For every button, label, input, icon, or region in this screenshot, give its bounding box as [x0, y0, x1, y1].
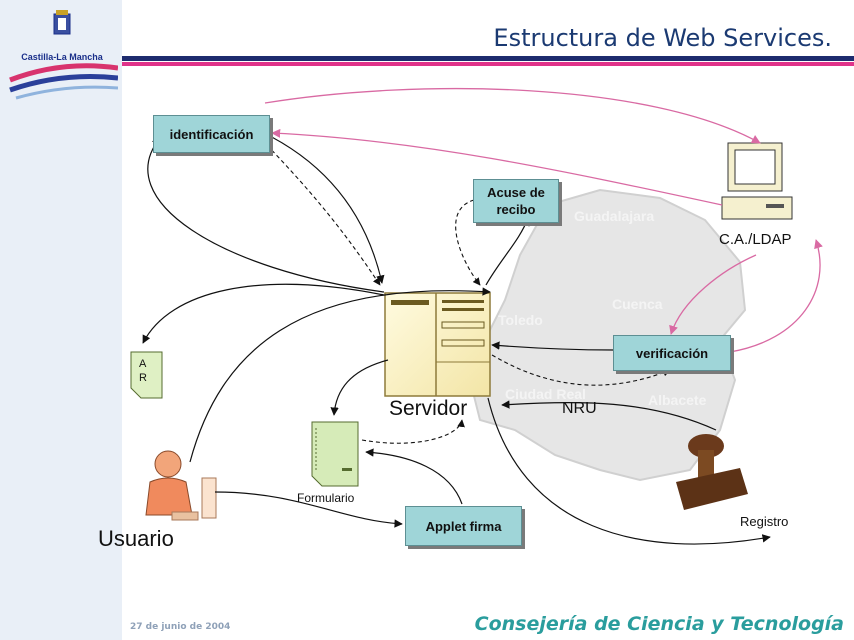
- form-document-icon: [311, 421, 359, 487]
- arrow-servidor-to-acuse: [485, 217, 530, 286]
- logo-text: Castilla-La Mancha: [21, 52, 103, 62]
- arrow-servidor-to-registro: [487, 397, 771, 545]
- arrow-registro-to-servidor: [501, 400, 717, 431]
- label-servidor: Servidor: [389, 397, 468, 420]
- node-verificacion: verificación: [613, 335, 731, 371]
- acknowledgment-document-icon: [130, 351, 163, 399]
- map-label-guadalajara: Guadalajara: [574, 208, 655, 224]
- arrow-identificacion-to-servidor-dashed: [261, 139, 381, 286]
- stamp-icon: [676, 434, 748, 510]
- arrow-ca-to-verificacion: [669, 254, 757, 335]
- arrow-servidor-to-verificacion: [491, 354, 671, 386]
- map-label-toledo: Toledo: [498, 312, 543, 328]
- arrow-applet-to-formulario: [365, 448, 463, 505]
- arrow-identificacion-to-servidor: [261, 131, 385, 284]
- arrow-ca-to-identificacion: [271, 128, 723, 206]
- title-underline-navy: [122, 56, 854, 61]
- server-icon: [384, 292, 491, 397]
- label-ca-ldap: C.A./LDAP: [719, 231, 792, 248]
- map-label-albacete: Albacete: [648, 392, 707, 408]
- arrow-verificacion-to-servidor: [491, 341, 615, 351]
- arrow-servidor-to-identificacion: [147, 137, 385, 293]
- computer-icon: [721, 142, 793, 220]
- arrow-identificacion-to-ca: [264, 87, 761, 144]
- label-ar: A R: [139, 358, 147, 384]
- label-formulario: Formulario: [297, 491, 355, 505]
- title-underline-pink: [122, 62, 854, 66]
- arrow-usuario-to-servidor: [189, 287, 491, 463]
- arrow-formulario-to-servidor: [361, 419, 465, 444]
- label-usuario: Usuario: [98, 526, 174, 551]
- label-registro: Registro: [740, 514, 789, 529]
- map-label-cuenca: Cuenca: [612, 296, 663, 312]
- arrow-servidor-to-ar: [142, 283, 385, 344]
- map-label-ciudad-real: Ciudad Real: [505, 386, 586, 402]
- slide-title: Estructura de Web Services.: [493, 24, 832, 52]
- node-acuse-de-recibo: Acuse de recibo: [473, 179, 559, 223]
- left-sidebar: Castilla-La Mancha: [0, 0, 122, 640]
- coat-of-arms-icon: [9, 10, 119, 100]
- arrow-servidor-to-formulario: [330, 359, 389, 416]
- user-person-icon: [145, 450, 217, 521]
- footer-date: 27 de junio de 2004: [130, 622, 231, 632]
- arrow-verificacion-to-ca: [729, 239, 823, 353]
- castilla-la-mancha-logo: Castilla-La Mancha: [6, 10, 119, 100]
- label-nru: NRU: [562, 400, 597, 417]
- node-applet-firma: Applet firma: [405, 506, 522, 546]
- footer-department: Consejería de Ciencia y Tecnología: [474, 613, 844, 635]
- arrow-usuario-to-applet: [214, 491, 403, 528]
- arrow-acuse-to-servidor: [455, 199, 481, 286]
- node-identificacion: identificación: [153, 115, 270, 153]
